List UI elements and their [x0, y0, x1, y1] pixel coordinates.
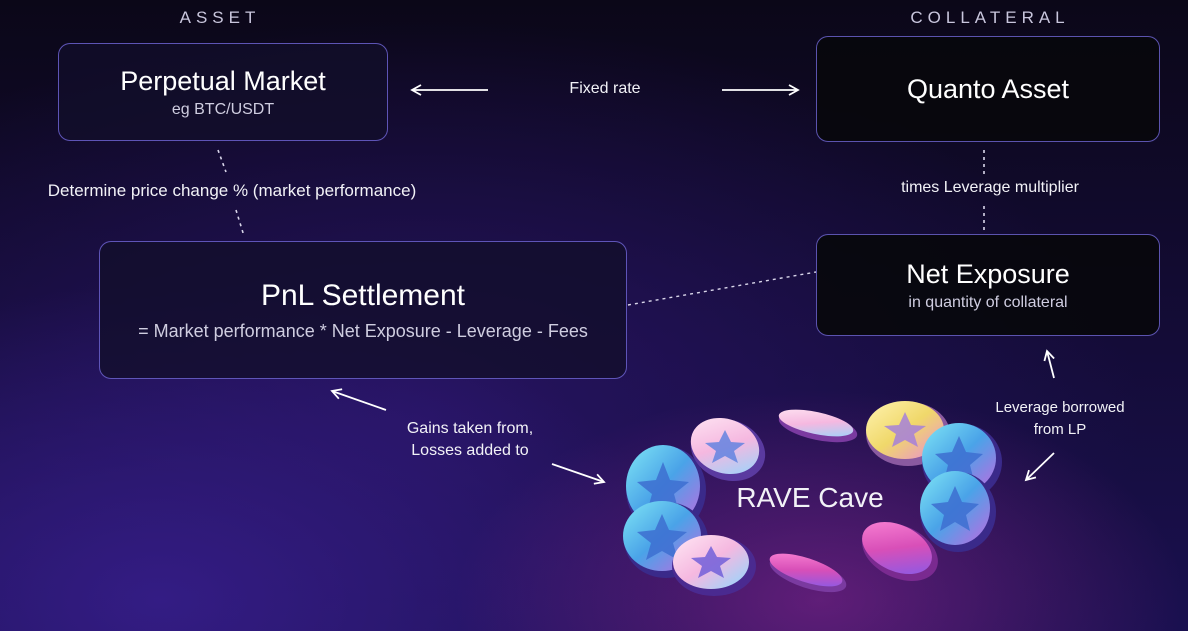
pnl-settlement-box: PnL Settlement = Market performance * Ne…	[99, 241, 627, 379]
from-lp-line: from LP	[1033, 421, 1087, 438]
asset-heading: ASSET	[179, 8, 261, 27]
coin-5	[778, 409, 858, 443]
coin-10	[862, 521, 938, 582]
net-exposure-title: Net Exposure	[906, 258, 1070, 289]
coin-4	[672, 535, 756, 596]
coin-9	[920, 471, 996, 552]
leverage-borrowed-line: Leverage borrowed	[995, 399, 1125, 416]
rave-cave-label: RAVE Cave	[736, 482, 884, 513]
quanto-asset-box: Quanto Asset	[816, 36, 1160, 142]
gains-arrow-up	[330, 388, 387, 411]
gains-label: Gains taken from,	[406, 420, 534, 437]
pnl-settlement-formula: = Market performance * Net Exposure - Le…	[138, 320, 588, 341]
pnl-settlement-title: PnL Settlement	[260, 278, 465, 312]
coin-7	[866, 401, 950, 466]
leverage-borrowed-label: Leverage borrowed from LP	[972, 397, 1148, 441]
times-leverage-label: times Leverage multiplier	[901, 179, 1079, 196]
coin-3	[690, 417, 766, 482]
exposure-arrow-up	[1043, 349, 1055, 379]
net-exposure-box: Net Exposure in quantity of collateral	[816, 234, 1160, 336]
determine-price-label: Determine price change % (market perform…	[47, 181, 417, 200]
losses-label: Losses added to	[411, 442, 529, 459]
perpetual-market-box: Perpetual Market eg BTC/USDT	[58, 43, 388, 141]
losses-arrow-down	[551, 463, 606, 485]
fixed-rate-label: Fixed rate	[569, 80, 641, 97]
perpetual-market-subtitle: eg BTC/USDT	[171, 100, 275, 118]
market-dotted-line-bottom	[235, 209, 245, 237]
coin-6	[769, 553, 847, 593]
net-exposure-subtitle: in quantity of collateral	[908, 293, 1068, 311]
gains-losses-label: Gains taken from, Losses added to	[380, 418, 560, 462]
lp-arrow-down	[1024, 452, 1055, 482]
collateral-heading: COLLATERAL	[910, 8, 1070, 27]
perpetual-market-title: Perpetual Market	[120, 65, 326, 96]
quanto-asset-title: Quanto Asset	[906, 73, 1070, 104]
